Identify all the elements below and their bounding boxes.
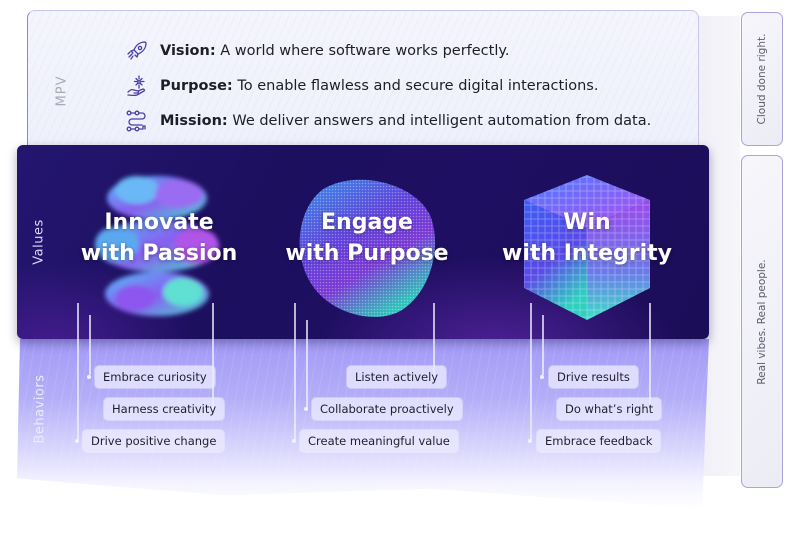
particle-blob-graphic bbox=[292, 170, 442, 320]
mission-text: We deliver answers and intelligent autom… bbox=[227, 112, 652, 129]
mission-title: Mission: bbox=[160, 112, 228, 129]
connector-line bbox=[649, 303, 651, 408]
mpv-list: Vision: A world where software works per… bbox=[124, 33, 651, 138]
vision-title: Vision: bbox=[160, 42, 216, 59]
mpv-section: MPV Vision: A world where software works… bbox=[27, 10, 699, 148]
value-innovate-with-passion: Innovate with Passion bbox=[39, 207, 279, 269]
tagline-real-vibes: Real vibes. Real people. bbox=[756, 258, 768, 385]
hand-sparkle-icon bbox=[124, 73, 150, 99]
connector-line bbox=[542, 315, 544, 375]
connector-line bbox=[294, 303, 296, 440]
mpv-row-mission: Mission: We deliver answers and intellig… bbox=[124, 103, 651, 138]
behavior-chip: Drive positive change bbox=[83, 430, 225, 452]
connector-dot bbox=[292, 439, 296, 443]
vision-statement: Vision: A world where software works per… bbox=[160, 43, 510, 59]
purpose-statement: Purpose: To enable flawless and secure d… bbox=[160, 78, 598, 94]
connector-line bbox=[89, 315, 91, 375]
path-flow-icon bbox=[124, 108, 150, 134]
behaviors-section bbox=[17, 339, 709, 509]
behavior-chip: Do what’s right bbox=[557, 398, 662, 420]
purpose-title: Purpose: bbox=[160, 77, 233, 94]
value-title-line2: with Integrity bbox=[502, 241, 672, 266]
value-title-line1: Win bbox=[563, 210, 611, 235]
mission-statement: Mission: We deliver answers and intellig… bbox=[160, 113, 651, 129]
behavior-chip: Collaborate proactively bbox=[312, 398, 462, 420]
values-section: Values Innovate with P bbox=[17, 145, 709, 339]
value-title-line1: Innovate bbox=[104, 210, 214, 235]
value-title-line2: with Purpose bbox=[285, 241, 449, 266]
behavior-chip: Embrace feedback bbox=[537, 430, 661, 452]
connector-line bbox=[530, 303, 532, 440]
value-engage-with-purpose: Engage with Purpose bbox=[247, 207, 487, 269]
behavior-chip: Drive results bbox=[549, 366, 638, 388]
voxel-cube-graphic bbox=[517, 170, 657, 325]
mpv-row-purpose: Purpose: To enable flawless and secure d… bbox=[124, 68, 651, 103]
behavior-chip: Listen actively bbox=[347, 366, 447, 388]
behavior-chip: Embrace curiosity bbox=[95, 366, 215, 388]
connector-dot bbox=[87, 375, 91, 379]
connector-line bbox=[77, 303, 79, 440]
connector-line bbox=[433, 303, 435, 375]
connector-dot bbox=[75, 439, 79, 443]
mpv-label: MPV bbox=[54, 75, 70, 107]
connector-dot bbox=[528, 439, 532, 443]
tagline-cloud-done-right: Cloud done right. bbox=[756, 33, 768, 125]
vision-text: A world where software works perfectly. bbox=[215, 42, 510, 59]
cloud-sphere-graphic bbox=[87, 170, 227, 320]
rocket-icon bbox=[124, 38, 150, 64]
purpose-text: To enable flawless and secure digital in… bbox=[232, 77, 599, 94]
tagline-box-bottom: Real vibes. Real people. bbox=[741, 155, 783, 488]
value-win-with-integrity: Win with Integrity bbox=[467, 207, 707, 269]
mpv-row-vision: Vision: A world where software works per… bbox=[124, 33, 651, 68]
behavior-chip: Create meaningful value bbox=[300, 430, 458, 452]
connector-line bbox=[212, 303, 214, 408]
behavior-chip: Harness creativity bbox=[104, 398, 225, 420]
value-title-line2: with Passion bbox=[80, 241, 238, 266]
connector-dot bbox=[304, 407, 308, 411]
value-title-line1: Engage bbox=[321, 210, 413, 235]
tagline-box-top: Cloud done right. bbox=[741, 12, 783, 146]
connector-dot bbox=[540, 375, 544, 379]
connector-line bbox=[306, 320, 308, 408]
behaviors-label: Behaviors bbox=[32, 374, 48, 444]
